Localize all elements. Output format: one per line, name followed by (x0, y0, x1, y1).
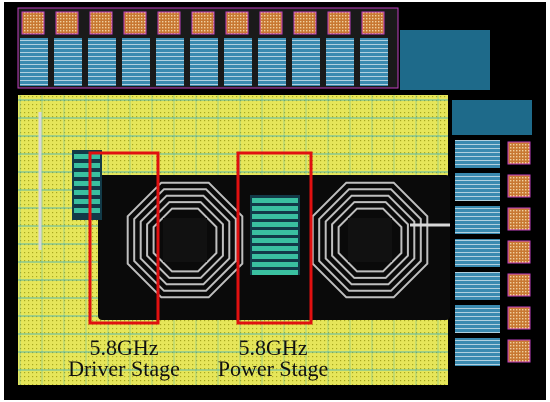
esd-cell (455, 272, 500, 300)
esd-cell (326, 38, 354, 86)
inductor-core (163, 218, 207, 262)
finger (74, 172, 100, 177)
bond-pad (327, 11, 351, 35)
inductor-turn (311, 181, 429, 299)
finger (74, 199, 100, 204)
esd-cell (455, 305, 500, 333)
inductor-group (126, 181, 429, 299)
bond-pad (507, 174, 531, 198)
right-pad-column (452, 100, 532, 366)
finger (252, 214, 298, 219)
bond-pad (55, 11, 79, 35)
esd-cell (122, 38, 150, 86)
inductor-turn (318, 188, 422, 292)
esd-cell (360, 38, 388, 86)
bond-pad (507, 141, 531, 165)
esd-cell (190, 38, 218, 86)
bond-pad (293, 11, 317, 35)
inductor-core (348, 218, 392, 262)
inductor-turn (146, 201, 224, 279)
esd-cell (224, 38, 252, 86)
driver-stage-box (88, 151, 160, 325)
inductor-turn (337, 207, 403, 273)
esd-cell (258, 38, 286, 86)
power-stage-label-line1: 5.8GHz (238, 335, 307, 360)
bond-pad (123, 11, 147, 35)
finger (252, 222, 298, 227)
esd-cell (455, 140, 500, 168)
top-pad-row (17, 7, 490, 90)
bond-pad (191, 11, 215, 35)
finger (252, 230, 298, 235)
routing-block (400, 30, 490, 90)
esd-cell (455, 173, 500, 201)
finger (74, 154, 100, 159)
driver-stage-label-line1: 5.8GHz (89, 335, 158, 360)
inductor-turn (139, 194, 231, 286)
esd-cell (455, 338, 500, 366)
inductor-turn (324, 194, 416, 286)
esd-cell (455, 206, 500, 234)
inductor-turn (331, 201, 409, 279)
bond-pad (507, 207, 531, 231)
esd-cell (292, 38, 320, 86)
finger (252, 262, 298, 267)
power-stage-box (236, 151, 313, 325)
finger (74, 181, 100, 186)
bond-pad (225, 11, 249, 35)
bond-pad (21, 11, 45, 35)
finger (252, 270, 298, 275)
finger (74, 208, 100, 213)
finger (74, 163, 100, 168)
esd-cell (20, 38, 48, 86)
bond-pad (507, 306, 531, 330)
power-stage-label-line2: Power Stage (218, 356, 329, 381)
finger (252, 198, 298, 203)
bond-pad (507, 339, 531, 363)
bond-pad (259, 11, 283, 35)
esd-cell (88, 38, 116, 86)
transistor-array (72, 150, 300, 275)
finger (252, 246, 298, 251)
finger (252, 206, 298, 211)
finger (252, 238, 298, 243)
esd-cell (455, 239, 500, 267)
finger (74, 190, 100, 195)
routing-block (452, 100, 532, 135)
bond-pad (157, 11, 181, 35)
inductor-turn (152, 207, 218, 273)
esd-cell (54, 38, 82, 86)
driver-stage-label-line2: Driver Stage (68, 356, 180, 381)
bond-pad (89, 11, 113, 35)
esd-cell (156, 38, 184, 86)
bond-pad (361, 11, 385, 35)
finger (252, 254, 298, 259)
inductor-turn (126, 181, 244, 299)
bond-pad (507, 240, 531, 264)
inductor-turn (133, 188, 237, 292)
bond-pad (507, 273, 531, 297)
